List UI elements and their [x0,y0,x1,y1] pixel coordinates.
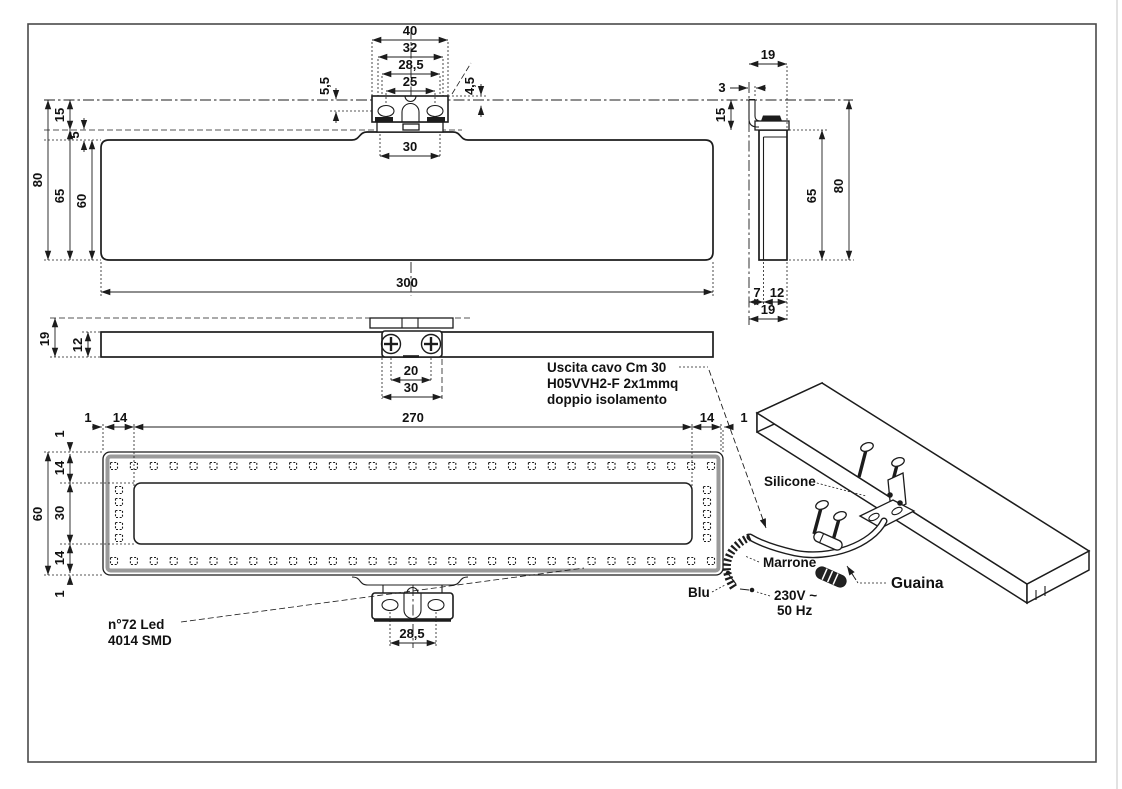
dim-15: 15 [52,108,67,122]
panel-border-band [105,454,721,573]
dim-40: 40 [403,23,417,38]
bracket-screw-right [420,333,442,355]
guaina-sleeve [815,566,847,588]
bracket-screw-left [380,333,402,355]
dim-12-front: 12 [70,338,85,352]
dim-80-end: 80 [831,179,846,193]
front-view: 19 12 20 30 [37,317,714,401]
dim-14-top-right: 14 [700,410,715,425]
led-note-line2: 4014 SMD [108,633,172,648]
dim-14-top-left: 14 [113,410,128,425]
cable-note-line2: H05VVH2-F 2x1mmq [547,376,678,391]
cable-note-line1: Uscita cavo Cm 30 [547,360,666,375]
dim-1-top-left: 1 [84,410,91,425]
screw-3 [812,499,829,535]
dim-1-left-b: 1 [52,590,67,597]
screw-head-end [761,115,782,121]
bracket-slot-left-b [381,598,399,612]
terminal-sleeve [813,531,843,551]
dim-60: 60 [74,194,89,208]
wire-tip-blu [725,570,731,576]
bar-top-face [755,382,1091,585]
led-view: 1 14 270 14 1 60 1 14 30 14 1 [30,410,748,648]
iso-bracket [858,472,916,529]
dim-19-bottom: 19 [761,302,775,317]
dim-32: 32 [403,40,417,55]
dim-1-top-right: 1 [740,410,747,425]
dim-14-left-b: 14 [52,550,67,565]
dim-5-5: 5,5 [317,77,332,95]
dim-4-5: 4,5 [462,77,477,95]
dim-20: 20 [404,363,418,378]
dim-19-front: 19 [37,332,52,346]
wall-clip [748,98,760,128]
label-guaina: Guaina [891,575,944,592]
dim-28-5: 28,5 [398,57,423,72]
dim-3: 3 [718,80,725,95]
bracket-plate-end [754,120,790,131]
dim-5: 5 [67,131,82,138]
label-freq: 50 Hz [777,603,813,618]
led-note-line1: n°72 Led [108,617,164,632]
label-blu: Blu [688,585,710,600]
mounting-bracket-bottom [371,592,454,620]
bracket-slot-left [377,104,395,118]
dim-30-bracket: 30 [403,139,417,154]
cable-note: Uscita cavo Cm 30 H05VVH2-F 2x1mmq doppi… [547,360,767,529]
screw-1 [857,441,874,478]
bracket-neck [351,576,469,586]
dim-80: 80 [30,173,45,187]
bracket-slot-right-b [427,598,445,612]
dim-60-led: 60 [30,507,45,521]
dim-65: 65 [52,189,67,203]
dim-7: 7 [753,285,760,300]
bracket-slot-right [426,104,444,118]
label-silicone: Silicone [764,474,816,489]
dim-19-top: 19 [761,47,775,62]
led-panel-outline [102,451,724,576]
cable-note-leader [708,369,767,529]
bracket-top-plate [369,317,454,329]
top-view: 40 32 28,5 25 5,5 4,5 30 80 15 65 5 [30,23,853,296]
dim-1-left-a: 1 [52,430,67,437]
label-volt: 230V ~ [774,588,817,603]
dim-30-left: 30 [52,506,67,520]
power-cable [722,517,888,593]
end-view: 19 3 15 65 80 7 12 19 [713,47,854,325]
wire-tip-marrone [749,587,755,593]
iso-view: Silicone Marrone Blu 230V ~ 50 Hz Guaina [688,381,1091,618]
led-note-leader [180,567,585,623]
dim-300: 300 [396,275,418,290]
shelf-body-plan [100,131,714,261]
dim-14-left-a: 14 [52,460,67,475]
dim-270: 270 [402,410,424,425]
dim-25: 25 [403,74,417,89]
dim-30-front: 30 [404,380,418,395]
label-marrone: Marrone [763,555,817,570]
dim-28-5-bottom: 28,5 [399,626,424,641]
cable-braided-section [722,533,752,591]
dim-15-end: 15 [713,108,728,122]
cable-note-line3: doppio isolamento [547,392,667,407]
dim-12-end: 12 [770,285,784,300]
dim-65-end: 65 [804,189,819,203]
diffuser-window [133,482,693,545]
